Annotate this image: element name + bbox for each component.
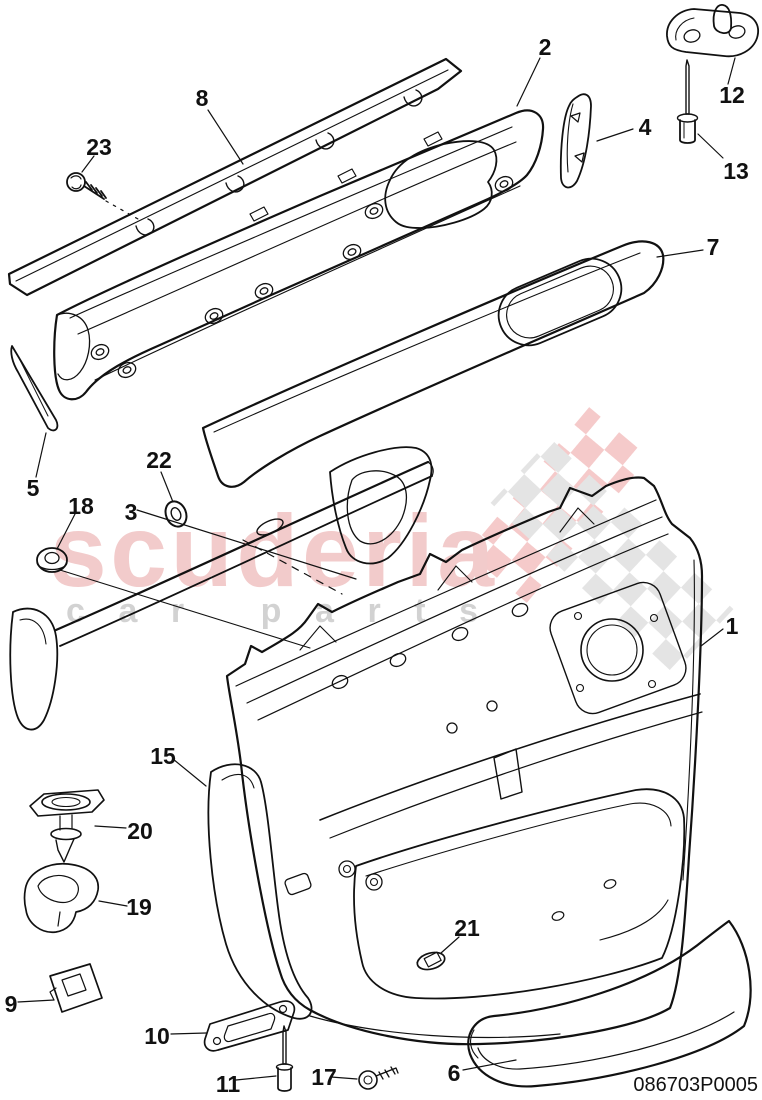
callout-10: 10 bbox=[144, 1023, 170, 1049]
part-15-pocket-liner bbox=[207, 763, 313, 1020]
callout-19: 19 bbox=[126, 894, 152, 920]
part-23-screw bbox=[66, 172, 139, 220]
callout-21: 21 bbox=[454, 915, 480, 941]
callout-8: 8 bbox=[196, 85, 209, 111]
callout-3: 3 bbox=[125, 499, 138, 525]
part-8-window-rail-strip bbox=[7, 57, 463, 297]
callout-17: 17 bbox=[311, 1064, 337, 1090]
callout-6: 6 bbox=[448, 1060, 461, 1086]
part-13-pin-rivet bbox=[676, 59, 699, 144]
checker-ribbon-gray bbox=[490, 438, 734, 674]
part-code: 086703P0005 bbox=[633, 1074, 758, 1096]
callout-11: 11 bbox=[216, 1071, 241, 1097]
callout-22: 22 bbox=[146, 447, 172, 473]
part-4-trim-wedge bbox=[559, 93, 592, 189]
callout-1: 1 bbox=[726, 613, 739, 639]
exploded-view bbox=[7, 4, 759, 1092]
callout-15: 15 bbox=[150, 743, 176, 769]
callout-7: 7 bbox=[707, 234, 720, 260]
part-20-push-clip bbox=[29, 789, 105, 863]
part-21-clip bbox=[416, 951, 446, 971]
callout-labels: 1 2 3 4 5 6 7 8 9 10 11 12 13 15 17 18 1… bbox=[5, 34, 749, 1097]
part-19-retainer bbox=[23, 862, 99, 934]
watermark: scuderia car parts bbox=[50, 407, 734, 674]
part-17-screw bbox=[358, 1066, 399, 1090]
part-12-bracket bbox=[666, 4, 759, 58]
part-1-door-panel bbox=[225, 476, 704, 1046]
part-5-corner-trim bbox=[10, 345, 59, 432]
callout-13: 13 bbox=[723, 158, 749, 184]
leader-lines bbox=[17, 57, 736, 1081]
callout-18: 18 bbox=[68, 493, 94, 519]
part-18-nut bbox=[36, 547, 68, 573]
callout-12: 12 bbox=[719, 82, 745, 108]
part-7-waist-trim bbox=[201, 240, 665, 488]
callout-9: 9 bbox=[5, 991, 18, 1017]
watermark-tagline: car parts bbox=[66, 592, 504, 630]
callout-2: 2 bbox=[539, 34, 552, 60]
part-9-clip-housing bbox=[49, 963, 103, 1013]
part-2-upper-trim bbox=[53, 109, 545, 401]
part-22-grommet bbox=[164, 500, 188, 528]
callout-23: 23 bbox=[86, 134, 112, 160]
part-11-rivet-pin bbox=[275, 1025, 294, 1092]
callout-5: 5 bbox=[27, 475, 40, 501]
part-6-pull-handle bbox=[467, 919, 752, 1088]
callout-20: 20 bbox=[127, 818, 153, 844]
callout-4: 4 bbox=[639, 114, 652, 140]
watermark-brand: scuderia bbox=[50, 494, 495, 608]
part-10-plate bbox=[203, 1000, 296, 1052]
